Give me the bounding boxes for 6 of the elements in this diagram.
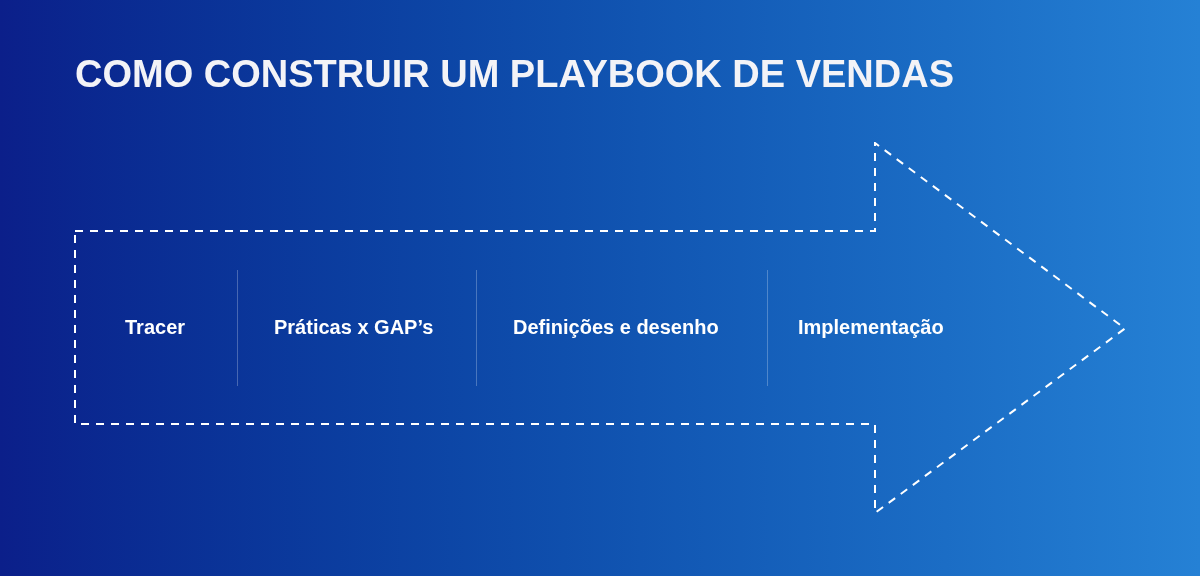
stage-label: Implementação (798, 314, 944, 340)
dashed-arrow-outline (74, 142, 1128, 515)
title: COMO CONSTRUIR UM PLAYBOOK DE VENDAS (75, 52, 954, 96)
stage-label: Tracer (125, 314, 186, 340)
stage-label: Definições e desenho (513, 314, 719, 340)
stage-label: Práticas x GAP’s (274, 314, 434, 340)
